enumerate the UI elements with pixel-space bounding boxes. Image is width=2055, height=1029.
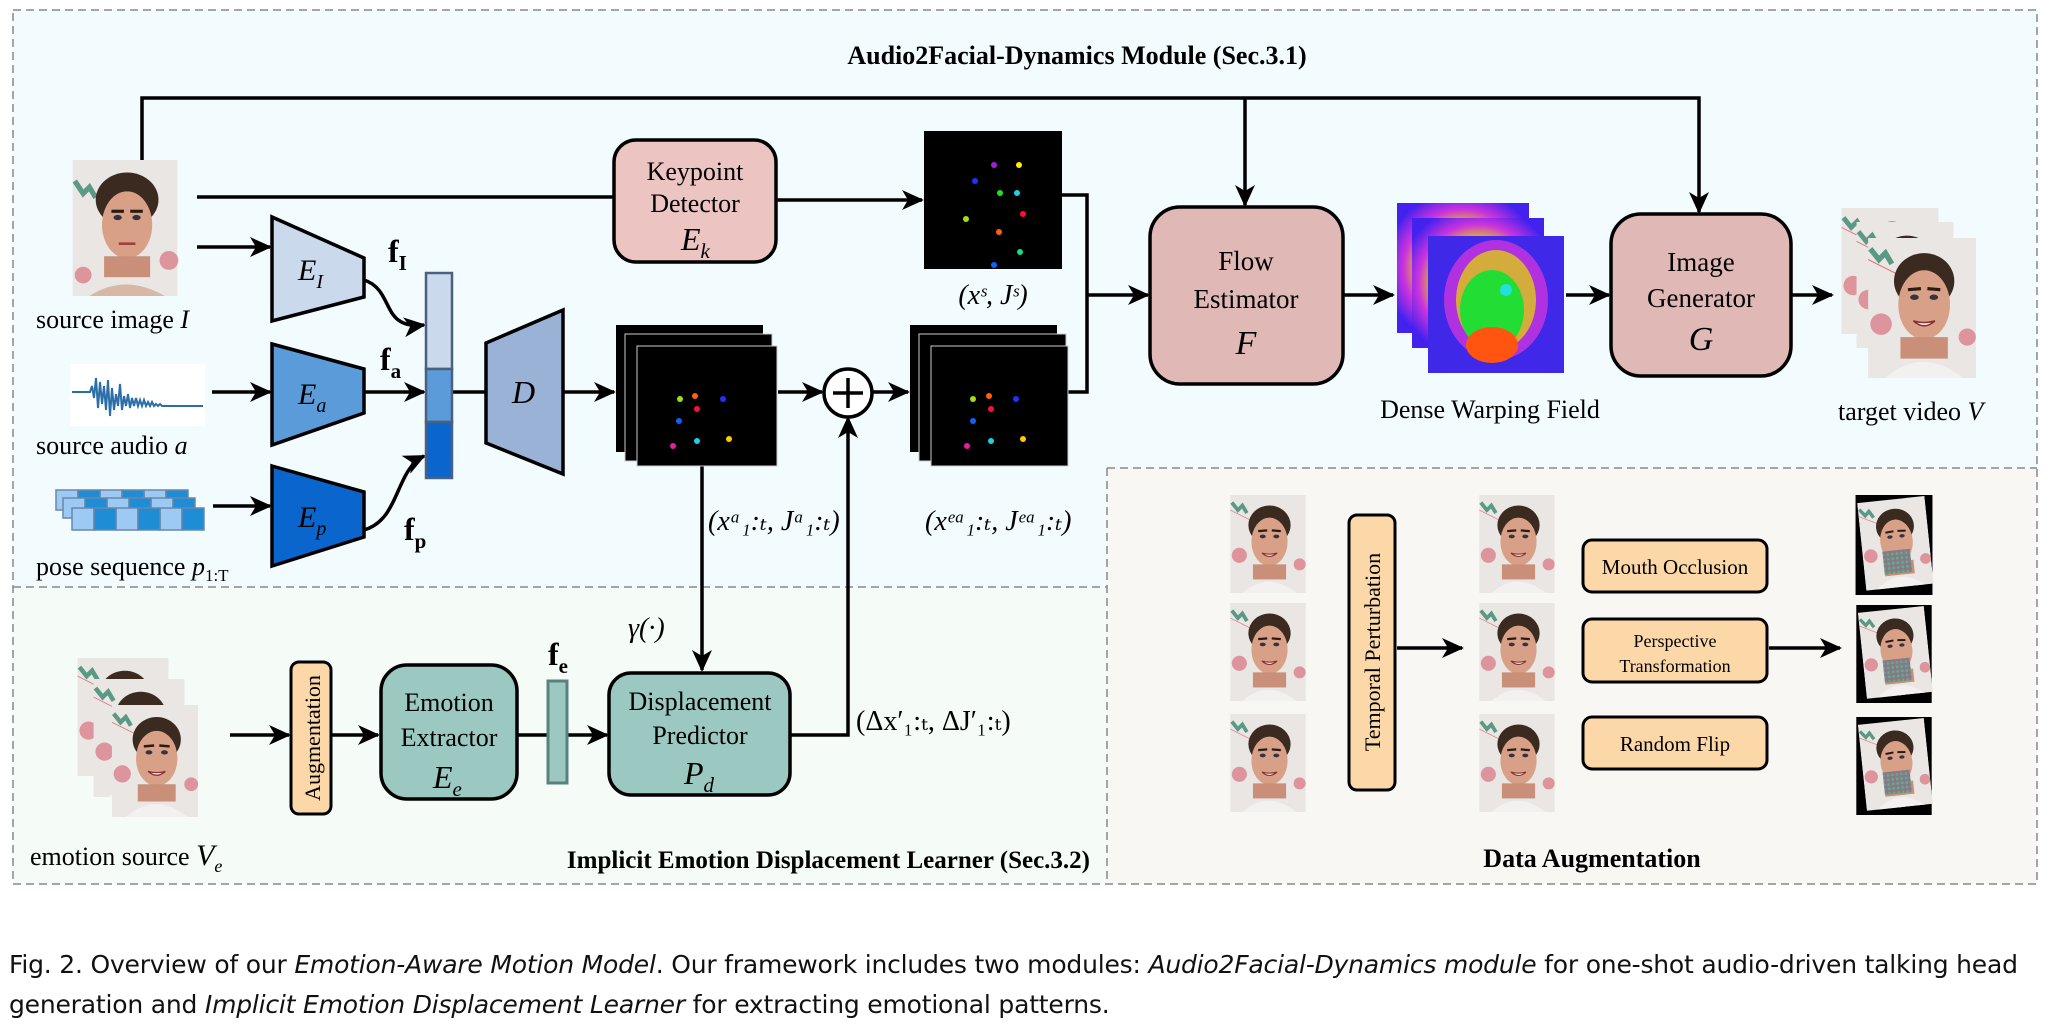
augmentation-op-mouth-occlusion: Mouth Occlusion <box>1581 538 1769 594</box>
feature-f-pose: fp <box>404 511 426 553</box>
keypoint-detector: Keypoint Detector Ek <box>612 138 778 264</box>
svg-text:Keypoint: Keypoint <box>647 157 745 186</box>
a2f-module-title: Audio2Facial-Dynamics Module (Sec.3.1) <box>847 41 1306 70</box>
svg-text:Predictor: Predictor <box>652 721 748 750</box>
emotion-feature-bar <box>546 679 569 785</box>
source-keypoints-label: (xˢ, Jˢ) <box>958 280 1027 311</box>
svg-text:G: G <box>1689 321 1714 358</box>
decoder: D <box>484 307 565 477</box>
figure-caption: Fig. 2. Overview of our Emotion-Aware Mo… <box>9 950 2018 1019</box>
feature-f-emotion: fe <box>548 636 568 678</box>
svg-text:Ea: Ea <box>297 378 326 417</box>
emotion-source-video <box>78 658 198 817</box>
source-keypoints-map <box>924 131 1062 269</box>
augmentation-output-frames <box>1856 495 1934 815</box>
gamma-label: γ(·) <box>628 613 665 644</box>
source-image-label: source image I <box>36 305 190 334</box>
sum-node <box>822 367 874 419</box>
flow-estimator: Flow Estimator F <box>1148 205 1345 386</box>
feature-concat-column <box>424 271 454 480</box>
svg-text:Transformation: Transformation <box>1619 656 1730 676</box>
outer-dashed-border <box>12 9 2038 885</box>
pose-sequence <box>55 489 205 531</box>
panel-divider-2 <box>1106 467 2037 884</box>
emotion-source-label: emotion source Ve <box>30 839 222 876</box>
svg-text:Augmentation: Augmentation <box>300 675 325 801</box>
svg-text:F: F <box>1235 325 1258 362</box>
svg-text:Perspective: Perspective <box>1634 631 1717 651</box>
displacement-label: (Δx′₁:ₜ, ΔJ′₁:ₜ) <box>856 706 1011 737</box>
emotion-audio-keypoints-label: (xᵉᵃ₁:ₜ, Jᵉᵃ₁:ₜ) <box>925 506 1071 537</box>
source-audio-label: source audio a <box>36 431 188 460</box>
svg-text:Extractor: Extractor <box>401 723 498 752</box>
svg-text:D: D <box>511 374 535 410</box>
pose-sequence-label: pose sequence p1:T <box>36 552 229 585</box>
displacement-predictor: Displacement Predictor Pd <box>607 671 792 797</box>
image-encoder: EI <box>270 214 366 324</box>
svg-text:Generator: Generator <box>1647 283 1755 313</box>
augmentation-block: Augmentation <box>289 660 333 816</box>
image-generator: Image Generator G <box>1609 212 1793 378</box>
augmentation-op-random-flip: Random Flip <box>1581 715 1769 771</box>
emotion-extractor: Emotion Extractor Ee <box>379 663 519 801</box>
augmentation-op-perspective: Perspective Transformation <box>1581 617 1769 684</box>
feature-f-image: fI <box>388 233 407 275</box>
svg-text:Mouth Occlusion: Mouth Occlusion <box>1602 555 1749 579</box>
feature-f-audio: fa <box>380 341 402 383</box>
audio-encoder: Ea <box>270 341 366 448</box>
svg-text:Image: Image <box>1667 247 1734 277</box>
svg-text:Pd: Pd <box>683 755 715 797</box>
pose-encoder: Ep <box>270 463 366 569</box>
svg-text:Ee: Ee <box>432 759 462 801</box>
dense-warping-field <box>1397 203 1564 373</box>
augmentation-perturbed-frames <box>1479 495 1554 812</box>
svg-text:EI: EI <box>297 254 324 293</box>
svg-text:Displacement: Displacement <box>629 687 773 716</box>
svg-text:Emotion: Emotion <box>404 688 494 717</box>
connectors <box>140 96 1842 745</box>
source-image <box>73 160 179 296</box>
svg-text:Estimator: Estimator <box>1194 284 1299 314</box>
audio-keypoints-stack <box>616 325 778 467</box>
target-video-label: target video V <box>1838 397 1986 426</box>
svg-text:Ek: Ek <box>680 221 711 263</box>
temporal-perturbation-block: Temporal Perturbation <box>1347 513 1397 792</box>
svg-text:Detector: Detector <box>650 189 740 218</box>
audio-waveform <box>70 364 205 426</box>
dense-warping-field-label: Dense Warping Field <box>1380 395 1600 424</box>
svg-text:Random Flip: Random Flip <box>1620 732 1730 756</box>
augmentation-title: Data Augmentation <box>1483 844 1701 873</box>
emotion-audio-keypoints-stack <box>910 325 1069 467</box>
svg-text:Flow: Flow <box>1218 246 1274 276</box>
svg-text:Temporal Perturbation: Temporal Perturbation <box>1360 553 1385 751</box>
implicit-module-title: Implicit Emotion Displacement Learner (S… <box>567 847 1090 874</box>
svg-text:Ep: Ep <box>297 501 326 540</box>
augmentation-input-frames <box>1230 495 1305 812</box>
audio-keypoints-label: (xᵃ₁:ₜ, Jᵃ₁:ₜ) <box>708 506 840 537</box>
